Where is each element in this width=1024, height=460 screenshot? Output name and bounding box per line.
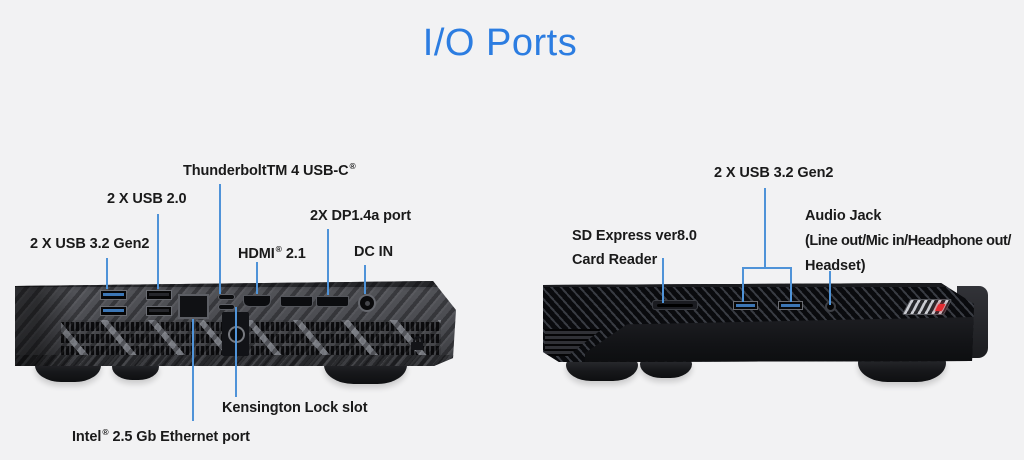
displayport-1 [280,296,313,307]
callout-line-usb32-rear [106,258,108,289]
usb20-port-bottom [146,306,172,316]
label-usb32-rear: 2 X USB 3.2 Gen2 [30,236,150,252]
usb-dark-tongue [149,309,169,312]
callout-line-usb20 [157,214,159,289]
front-gloss-band [585,317,974,362]
label-kensington: Kensington Lock slot [222,400,368,416]
label-hdmi-name: HDMI [238,246,275,262]
label-audio-line2: (Line out/Mic in/Headphone out/ [805,233,1011,249]
usb-blue-tongue [736,304,755,307]
label-sd-line2: Card Reader [572,252,658,268]
callout-line-sd-card [662,258,664,303]
lock-icon [411,336,423,350]
usb32-port-top [100,290,127,300]
ethernet-port [178,294,209,319]
callout-drop-usb-left [742,267,744,302]
callout-line-hdmi [256,262,258,294]
callout-line-thunderbolt [219,184,221,294]
label-thunderbolt-text: ThunderboltTM 4 USB-C [183,163,349,179]
label-usb20: 2 X USB 2.0 [107,191,187,207]
label-audio-line3: Headset) [805,258,866,274]
power-button [901,299,953,315]
dc-in-jack [358,294,376,312]
label-audio-jack: Audio Jack (Line out/Mic in/Headphone ou… [805,204,1011,279]
label-hdmi: HDMI®2.1 [238,240,306,263]
usb32-port-bottom [100,306,127,316]
rubber-foot [112,362,159,380]
label-usb32-front: 2 X USB 3.2 Gen2 [714,165,834,181]
rubber-foot [566,359,638,381]
label-thunderbolt: ThunderboltTM 4 USB-C® [183,157,356,180]
callout-line-kensington [235,307,237,397]
chassis-top-edge [15,281,456,287]
callout-line-dc-in [364,265,366,294]
label-ethernet-text: 2.5 Gb Ethernet port [112,429,250,445]
power-led [934,304,946,311]
usb-blue-tongue [781,304,800,307]
label-audio-line1: Audio Jack [805,208,882,224]
sd-card-slot [652,300,698,310]
displayport-2 [316,296,349,307]
rubber-foot [640,359,692,378]
label-sd-line1: SD Express ver8.0 [572,228,697,244]
label-intel: Intel [72,429,102,445]
registered-mark: ® [102,427,109,437]
callout-stem-usb32-front [764,188,766,268]
usb-blue-tongue [103,293,124,296]
page-title: I/O Ports [422,22,578,64]
chassis-front-face [543,283,974,362]
label-ethernet: Intel®2.5 Gb Ethernet port [72,423,250,446]
usb32-front-port-right [778,301,803,310]
front-device-illustration [543,283,988,363]
usb-blue-tongue [103,309,124,312]
label-sd-card: SD Express ver8.0 Card Reader [572,224,697,272]
usb32-front-port-left [733,301,758,310]
label-dc-in: DC IN [354,244,393,260]
registered-mark: ® [275,244,282,254]
callout-line-audio [829,271,831,305]
usb-dark-tongue [149,293,169,296]
vent-grille [61,320,441,355]
label-displayport: 2X DP1.4a port [310,208,411,224]
callout-drop-usb-right [790,267,792,302]
callout-bracket-usb32-front [742,267,792,269]
thunderbolt-port-top [218,294,235,300]
hdmi-port [243,295,271,307]
callout-line-displayport [327,229,329,295]
label-hdmi-version: 2.1 [285,246,306,262]
registered-mark: ® [349,161,356,171]
thunderbolt-port-bottom [218,304,235,310]
callout-line-ethernet [192,319,194,421]
usb20-port-top [146,290,172,300]
